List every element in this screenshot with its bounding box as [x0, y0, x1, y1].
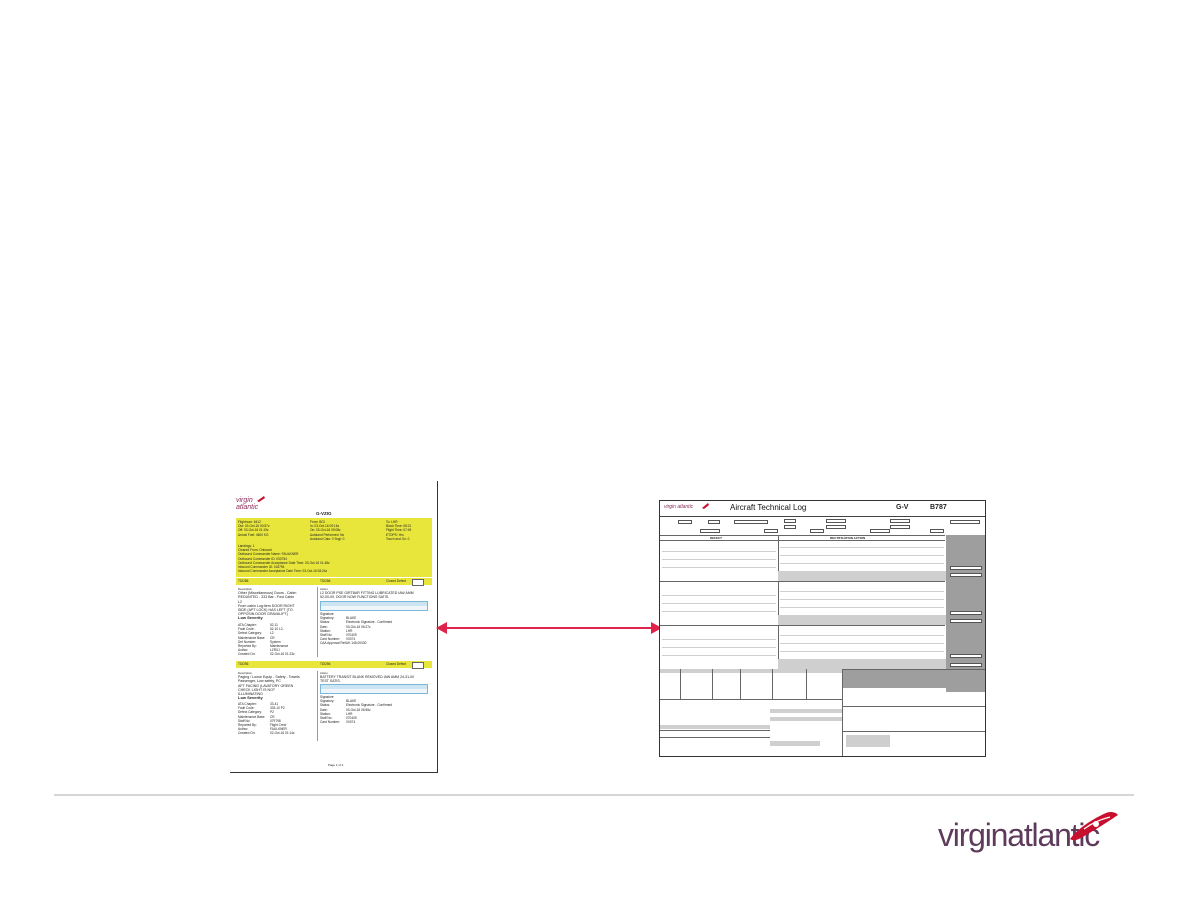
aircraft-registration-title: G-VZIG [316, 511, 332, 516]
defect-item-1-description: Description Other (Miscellaneous) Doors … [238, 587, 297, 621]
cert-box [950, 573, 982, 577]
cert-box [950, 654, 982, 658]
cert-box [950, 611, 982, 615]
entry-2-signoff [778, 615, 946, 625]
defect-item-1-action: Action L2 DOOR PSE GIRTBAR FITTING LUBRI… [320, 587, 414, 600]
virgin-flag-logo-icon [1070, 811, 1118, 841]
atl-field-box [950, 520, 980, 524]
page-number: Page 1 of 2 [328, 763, 344, 767]
defect-item-2-fields: ATA Chapter:33-41 Fault Code:333-10 P2 D… [238, 702, 295, 736]
column-divider-2 [317, 671, 318, 741]
atl-aircraft-type: B787 [930, 504, 947, 511]
header-mid-col: From: BGI In: 03-Oct-16 09:16z On: 03-Oc… [310, 520, 345, 541]
column-divider [317, 587, 318, 657]
atl-field-box [700, 529, 720, 533]
defect-item-1-fields: ATA Chapter:52-11 Fault Code:52-10 L2- D… [238, 623, 295, 657]
atl-title: Aircraft Technical Log [730, 503, 807, 512]
cert-box [950, 619, 982, 623]
atl-field-box [890, 519, 910, 523]
atl-field-box [678, 520, 692, 524]
atl-field-box [870, 529, 890, 533]
atl-header: virgin atlantic Aircraft Technical Log G… [660, 501, 985, 517]
virgin-flag-icon [257, 496, 265, 502]
atl-field-box [784, 519, 796, 523]
cert-box [950, 566, 982, 570]
defect-item-2-description: Description Paging / Loose Equip - Safet… [238, 671, 300, 701]
defect-item-2-action: Action BATTERY TRANSIT BLANK REMOVED IAW… [320, 671, 415, 684]
virgin-flag-icon-small [702, 503, 709, 509]
electronic-tech-log-page: virgin atlantic G-VZIG Flightnum: 6412 O… [230, 481, 438, 773]
resource-table [320, 601, 428, 611]
atl-field-box [930, 529, 944, 533]
parts-table-header [660, 669, 842, 673]
defect-section-label: DEFECT [710, 536, 722, 540]
release-block [843, 670, 985, 688]
atl-field-box [826, 519, 846, 523]
flight-summary-block: Flightnum: 6412 Out: 03-Oct-16 00:57z Of… [236, 518, 432, 577]
atl-field-box [784, 525, 796, 529]
atl-registration: G-V [896, 504, 909, 511]
entry-1-signoff [778, 571, 946, 581]
header-right-col: To: LHR Block Time: 08:21 Flight Time: 0… [386, 520, 412, 541]
paper-aircraft-technical-log: virgin atlantic Aircraft Technical Log G… [659, 500, 986, 757]
atl-field-box [810, 529, 824, 533]
footer-divider [54, 794, 1134, 796]
landing-info: Landings: 1 Cleared From: Onboard Outbou… [238, 544, 330, 574]
header-left-col: Flightnum: 6412 Out: 03-Oct-16 00:57z Of… [238, 520, 270, 537]
entry-3-signoff [778, 659, 946, 669]
defect-item-1-bar: TDI286 TDI286 Closed Defect [236, 578, 432, 586]
brand-wordmark: virginatlantic [938, 817, 1100, 853]
resource-table-2 [320, 684, 428, 694]
virgin-atlantic-logo: virginatlantic [938, 809, 1128, 859]
atl-field-box [734, 520, 768, 524]
double-headed-arrow-icon [436, 622, 662, 634]
atl-field-box [708, 520, 720, 524]
release-signature-box [846, 735, 890, 747]
atl-field-box [890, 525, 910, 529]
defect-item-1-signature: Signature Signatory:BLAKE Status:Electro… [320, 612, 393, 646]
defect-item-2-bar: TDI256 TDI256 Closed Defect [236, 661, 432, 669]
closed-defect-checkbox-2 [412, 661, 424, 669]
atl-field-box [826, 525, 846, 529]
closed-defect-checkbox [412, 578, 424, 586]
cert-box [950, 663, 982, 667]
rectification-section-label: RECTIFICATION ACTION [830, 536, 866, 540]
defect-item-2-signature: Signature Signatory:BLAKE Status:Electro… [320, 695, 393, 725]
atl-brand: virgin atlantic [664, 504, 694, 510]
virgin-atlantic-small-logo: virgin atlantic [236, 496, 265, 511]
atl-field-box [764, 529, 778, 533]
